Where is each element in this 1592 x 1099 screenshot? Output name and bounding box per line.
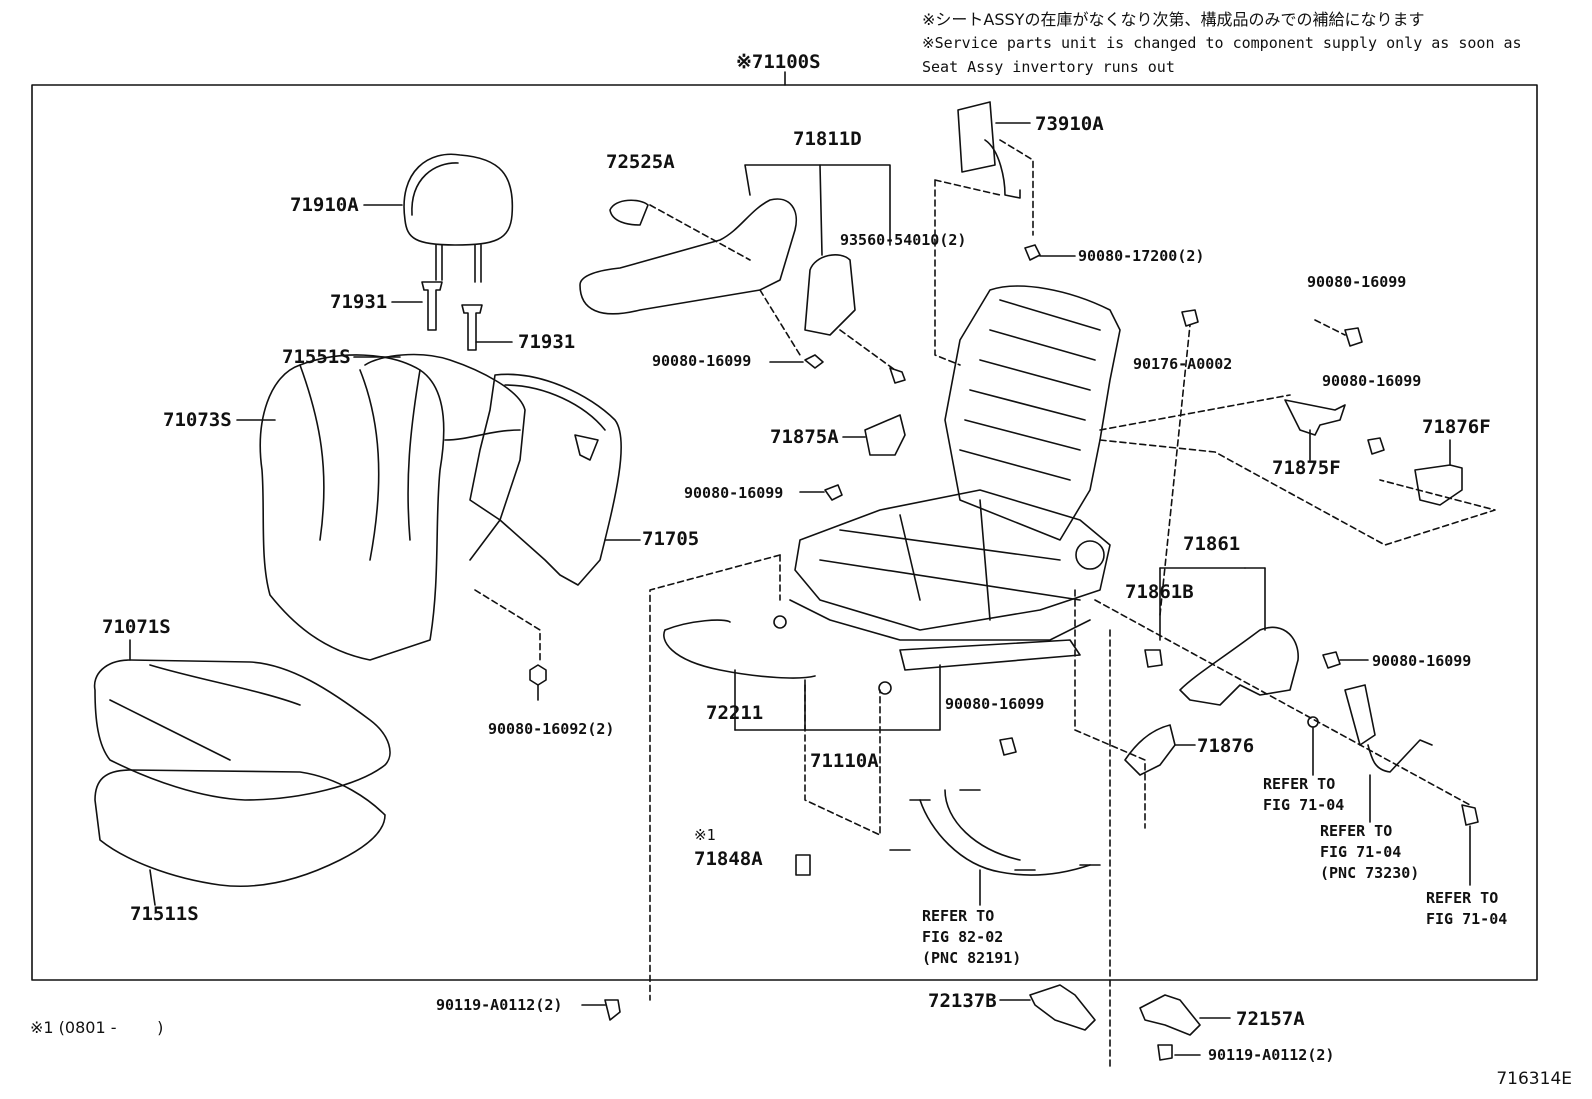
part-90080-16099-frame[interactable]: 90080-16099 xyxy=(684,484,784,502)
armrest-drawing xyxy=(579,164,896,371)
dashed-leader-lines xyxy=(474,179,1496,1071)
part-71931-lower[interactable]: 71931 xyxy=(518,331,576,353)
assembly-frame xyxy=(31,84,1538,981)
inventory-note-jp: ※シートASSYの在庫がなくなり次第、構成品のみでの補給になります xyxy=(922,10,1425,29)
part-90080-16099-upper-right[interactable]: 90080-16099 xyxy=(1307,273,1407,291)
part-93560-54010[interactable]: 93560-54010(2) xyxy=(840,231,967,249)
part-90080-16099-armrest[interactable]: 90080-16099 xyxy=(652,352,752,370)
cover-71876F-drawing xyxy=(1414,439,1463,506)
part-90080-17200[interactable]: 90080-17200(2) xyxy=(1078,247,1205,265)
bracket-71875A-drawing xyxy=(842,414,906,456)
part-71931-upper[interactable]: 71931 xyxy=(330,291,388,313)
part-71876[interactable]: 71876 xyxy=(1197,735,1255,757)
side-airbag-drawing xyxy=(957,101,1034,236)
part-71875F[interactable]: 71875F xyxy=(1272,457,1341,479)
seatback-board-drawing xyxy=(469,373,641,586)
part-71110A[interactable]: 71110A xyxy=(810,750,879,772)
wire-harness-drawing xyxy=(889,789,1101,906)
part-71848A[interactable]: 71848A xyxy=(694,848,763,870)
refer-note-buckle-pnc[interactable]: REFER TO FIG 71-04 (PNC 73230) xyxy=(1320,822,1420,882)
part-71861B[interactable]: 71861B xyxy=(1125,581,1194,603)
refer-note-harness[interactable]: REFER TO FIG 82-02 (PNC 82191) xyxy=(922,907,1022,967)
figure-id: 716314E xyxy=(1496,1069,1572,1089)
bracket-71875F-drawing xyxy=(1284,399,1346,461)
shield-71861-drawing xyxy=(1159,567,1299,706)
star1-mark: ※1 xyxy=(694,826,716,844)
part-90080-16099-right[interactable]: 90080-16099 xyxy=(1322,372,1422,390)
part-72157A[interactable]: 72157A xyxy=(1236,1008,1305,1030)
headrest-drawing xyxy=(363,153,514,283)
part-71910A[interactable]: 71910A xyxy=(290,194,359,216)
refer-note-right[interactable]: REFER TO FIG 71-04 xyxy=(1426,889,1508,928)
bracket-72157A-drawing xyxy=(1139,994,1231,1036)
part-90119-A0112-right[interactable]: 90119-A0112(2) xyxy=(1208,1046,1335,1064)
seat-frame-drawing xyxy=(773,285,1121,695)
part-71511S[interactable]: 71511S xyxy=(130,903,199,925)
part-73910A[interactable]: 73910A xyxy=(1035,113,1104,135)
part-90080-16092[interactable]: 90080-16092(2) xyxy=(488,720,615,738)
part-71861[interactable]: 71861 xyxy=(1183,533,1241,555)
part-72211[interactable]: 72211 xyxy=(706,702,764,724)
part-71100S[interactable]: ※71100S xyxy=(736,51,821,73)
seatback-drawing xyxy=(236,353,526,661)
part-71811D[interactable]: 71811D xyxy=(793,128,862,150)
inventory-note-en-line1: ※Service parts unit is changed to compon… xyxy=(922,34,1522,52)
part-90080-16099-lower[interactable]: 90080-16099 xyxy=(945,695,1045,713)
part-90080-16099-shield[interactable]: 90080-16099 xyxy=(1372,652,1472,670)
part-71876F[interactable]: 71876F xyxy=(1422,416,1491,438)
cover-71876-drawing xyxy=(1124,724,1196,776)
seat-cushion-drawing xyxy=(93,639,391,906)
part-90176-A0002[interactable]: 90176-A0002 xyxy=(1133,355,1233,373)
footnote-star1: ※1 (0801 - ) xyxy=(30,1018,164,1037)
part-72525A[interactable]: 72525A xyxy=(606,151,675,173)
part-71705[interactable]: 71705 xyxy=(642,528,700,550)
part-71875A[interactable]: 71875A xyxy=(770,426,839,448)
headrest-guide-drawing xyxy=(391,281,513,351)
inventory-note-en-line2: Seat Assy invertory runs out xyxy=(922,58,1175,76)
part-71073S[interactable]: 71073S xyxy=(163,409,232,431)
part-72137B[interactable]: 72137B xyxy=(928,990,997,1012)
part-71551S[interactable]: 71551S xyxy=(282,346,351,368)
part-90119-A0112-left[interactable]: 90119-A0112(2) xyxy=(436,996,563,1014)
refer-note-buckle[interactable]: REFER TO FIG 71-04 xyxy=(1263,775,1345,814)
bracket-72137B-drawing xyxy=(999,984,1096,1031)
part-71071S[interactable]: 71071S xyxy=(102,616,171,638)
bolts-drawing xyxy=(529,244,1479,1061)
